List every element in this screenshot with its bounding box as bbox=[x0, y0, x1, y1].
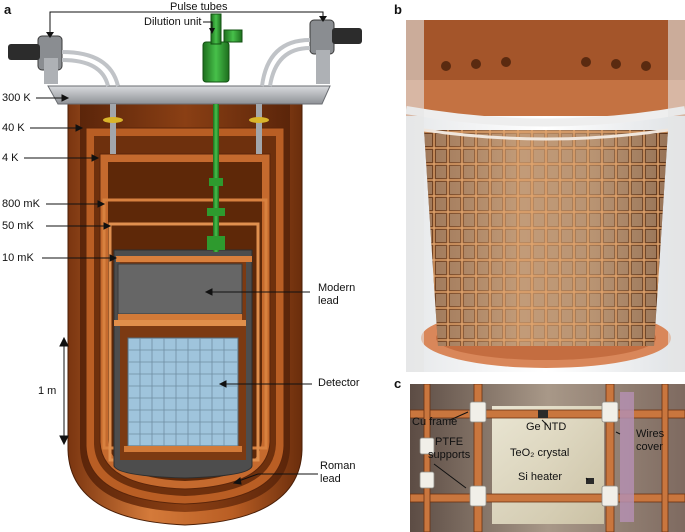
temp-800mk-label: 800 mK bbox=[2, 198, 40, 210]
dilution-unit-label: Dilution unit bbox=[144, 16, 202, 28]
temp-300k-label: 300 K bbox=[2, 92, 31, 104]
modern-lead-block bbox=[117, 263, 243, 315]
roman-lead-label: Roman lead bbox=[320, 460, 356, 485]
pulse-tube-left bbox=[8, 35, 120, 87]
pulse-tube-right bbox=[260, 19, 362, 87]
detector-photo bbox=[406, 20, 685, 372]
ge-ntd-label: Ge NTD bbox=[526, 421, 567, 433]
panel-b-letter: b bbox=[394, 2, 402, 17]
scale-bar bbox=[59, 336, 69, 446]
scale-label: 1 m bbox=[38, 385, 57, 397]
teo2-crystal-label: TeO₂ crystal bbox=[510, 447, 570, 459]
temp-50mk-label: 50 mK bbox=[2, 220, 34, 232]
si-heater-label: Si heater bbox=[518, 471, 563, 483]
detector-label: Detector bbox=[318, 377, 360, 389]
dilution-unit bbox=[202, 13, 243, 252]
detector-tower bbox=[124, 337, 242, 452]
top-plate-300k bbox=[47, 85, 331, 105]
wires-cover-label: Wires cover bbox=[636, 428, 665, 453]
panel-a-letter: a bbox=[4, 2, 12, 17]
temp-4k-label: 4 K bbox=[2, 152, 19, 164]
pulse-tubes-label: Pulse tubes bbox=[170, 1, 228, 13]
crystal-detail-photo: Cu frame PTFE supports Ge NTD TeO₂ cryst… bbox=[410, 384, 685, 532]
panel-c-letter: c bbox=[394, 376, 402, 391]
temp-10mk-label: 10 mK bbox=[2, 252, 34, 264]
ptfe-supports-label: PTFE supports bbox=[428, 436, 471, 461]
modern-lead-label: Modern lead bbox=[318, 282, 356, 307]
temp-40k-label: 40 K bbox=[2, 122, 25, 134]
cu-frame-label: Cu frame bbox=[412, 416, 458, 428]
